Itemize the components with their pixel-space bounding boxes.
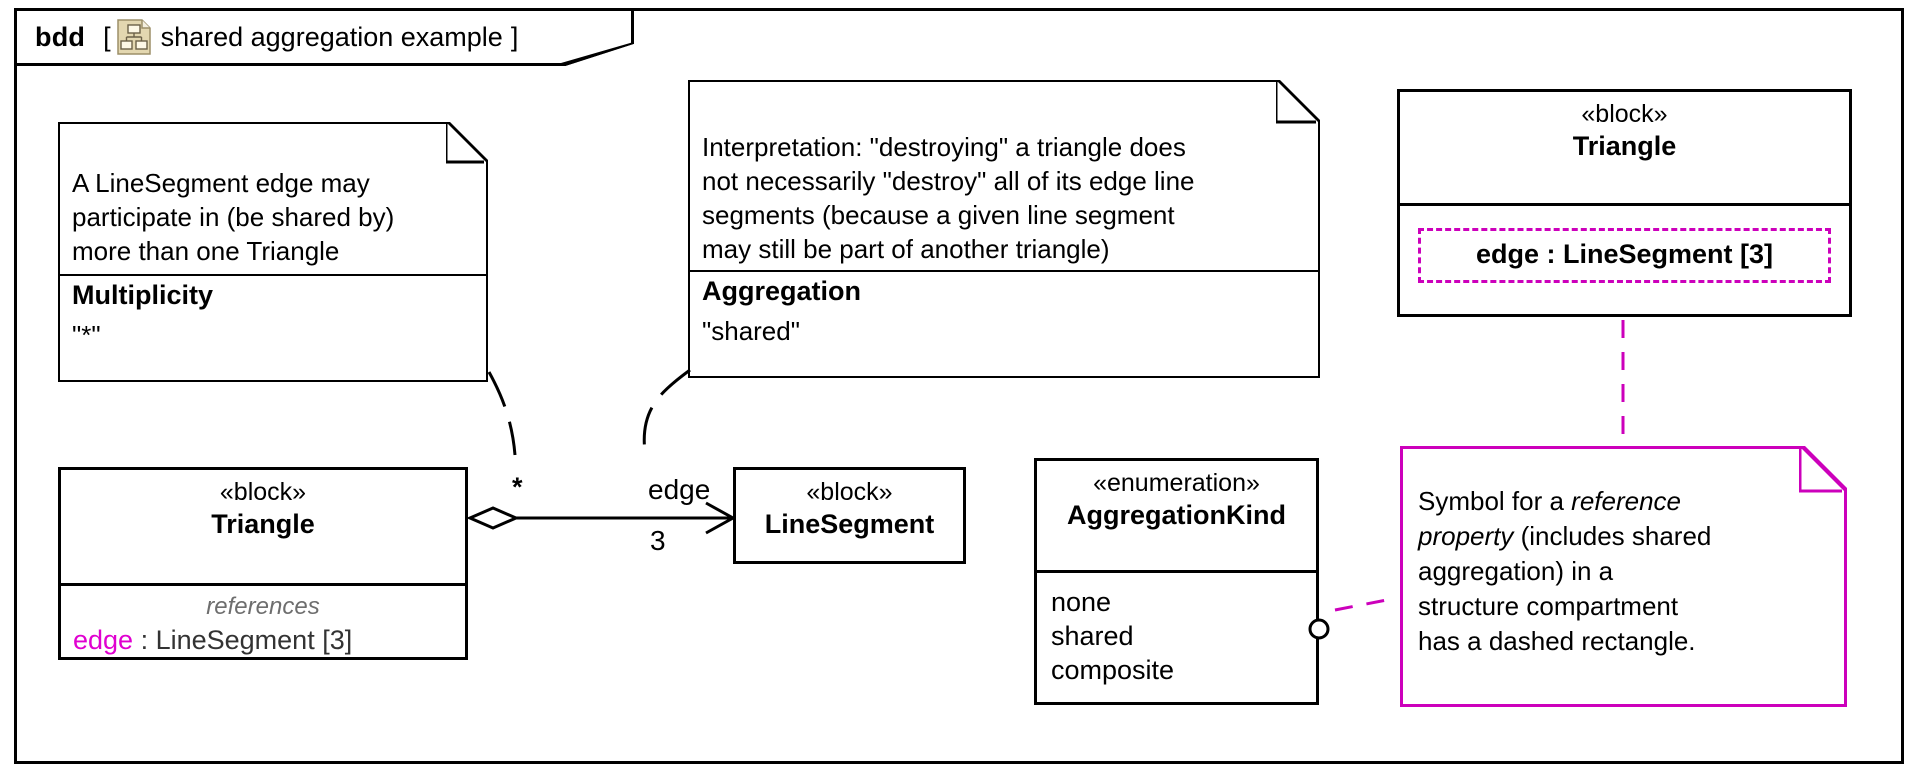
association-end-name: edge: [648, 474, 711, 505]
block-aggregation-kind-literals: none shared composite: [1037, 570, 1316, 739]
reference-property-note: Symbol for a reference property (include…: [1400, 446, 1847, 707]
aggregation-note-text: Interpretation: "destroying" a triangle …: [702, 132, 1195, 264]
note-fold-corner-icon: [1799, 449, 1842, 493]
block-triangle-top-header: «block» Triangle: [1400, 92, 1849, 203]
diagram-header-face: bdd [ shared aggregation example ]: [17, 11, 631, 63]
multiplicity-note-value: "*": [72, 320, 101, 350]
multiplicity-note-divider: [58, 274, 488, 276]
enum-literal-composite: composite: [1051, 655, 1175, 685]
enum-literal-shared: shared: [1051, 621, 1134, 651]
block-triangle-top-name: Triangle: [1572, 131, 1677, 161]
block-aggregation-kind-name: AggregationKind: [1067, 500, 1286, 530]
triangle-edge-property: edge : LineSegment [3]: [73, 622, 453, 658]
diagram-bracket-open: [: [103, 21, 111, 52]
multiplicity-note-face: [60, 124, 486, 380]
ref-note-line-3: aggregation) in a: [1418, 556, 1614, 586]
block-line-segment-header: «block» LineSegment: [736, 470, 963, 577]
block-triangle-top-stereotype: «block»: [1581, 100, 1668, 128]
block-triangle-top-compartment: edge : LineSegment [3]: [1400, 203, 1849, 355]
aggregation-note-divider: [688, 270, 1320, 272]
association-source-multiplicity: *: [512, 472, 523, 502]
ref-note-line-1: Symbol for a reference: [1418, 486, 1682, 516]
block-line-segment-stereotype: «block»: [806, 478, 893, 506]
block-triangle-bottom-stereotype: «block»: [219, 478, 307, 506]
enum-literal-none: none: [1051, 587, 1112, 617]
aggregation-note-value: "shared": [702, 316, 800, 346]
multiplicity-note: A LineSegment edge may participate in (b…: [58, 122, 488, 382]
ref-note-italic-property: property: [1418, 521, 1514, 551]
reference-property-dashed-box: edge : LineSegment [3]: [1418, 228, 1831, 283]
block-triangle-bottom[interactable]: «block» Triangle references edge : LineS…: [58, 467, 468, 660]
reference-property-note-text: Symbol for a reference property (include…: [1418, 484, 1833, 659]
diagram-header: bdd [ shared aggregation example ]: [14, 8, 634, 66]
block-line-segment[interactable]: «block» LineSegment: [733, 467, 966, 564]
references-compartment-label: references: [206, 593, 320, 620]
block-triangle-bottom-compartment: references edge : LineSegment [3]: [61, 583, 465, 688]
aggregation-note-face: [690, 82, 1318, 376]
ref-note-italic-reference: reference: [1571, 486, 1682, 516]
block-aggregation-kind[interactable]: «enumeration» AggregationKind none share…: [1034, 458, 1319, 705]
block-line-segment-name: LineSegment: [764, 509, 935, 539]
aggregation-note: Interpretation: "destroying" a triangle …: [688, 80, 1320, 378]
ref-note-line-5: has a dashed rectangle.: [1418, 626, 1696, 656]
triangle-edge-property-type: : LineSegment [3]: [133, 625, 353, 655]
diagram-name-label: shared aggregation example: [160, 21, 503, 52]
diagram-kind-label: bdd: [35, 21, 86, 52]
association-target-multiplicity: 3: [650, 525, 666, 556]
block-aggregation-kind-header: «enumeration» AggregationKind: [1037, 461, 1316, 570]
block-triangle-bottom-header: «block» Triangle: [61, 470, 465, 583]
block-triangle-bottom-name: Triangle: [211, 509, 315, 539]
multiplicity-note-text: A LineSegment edge may participate in (b…: [72, 168, 395, 266]
bdd-block-definition-icon: [116, 19, 151, 55]
reference-property-note-face: [1403, 449, 1844, 704]
ref-note-line-2: property (includes shared: [1418, 521, 1712, 551]
note-fold-corner-icon: [446, 124, 484, 164]
block-triangle-top[interactable]: «block» Triangle edge : LineSegment [3]: [1397, 89, 1852, 317]
aggregation-note-title: Aggregation: [702, 276, 861, 306]
ref-note-line-4: structure compartment: [1418, 591, 1679, 621]
triangle-edge-property-name: edge: [73, 625, 134, 655]
multiplicity-note-title: Multiplicity: [72, 280, 213, 310]
block-aggregation-kind-stereotype: «enumeration»: [1093, 469, 1260, 497]
diagram-bracket-close: ]: [510, 21, 519, 52]
note-fold-corner-icon: [1276, 82, 1316, 124]
